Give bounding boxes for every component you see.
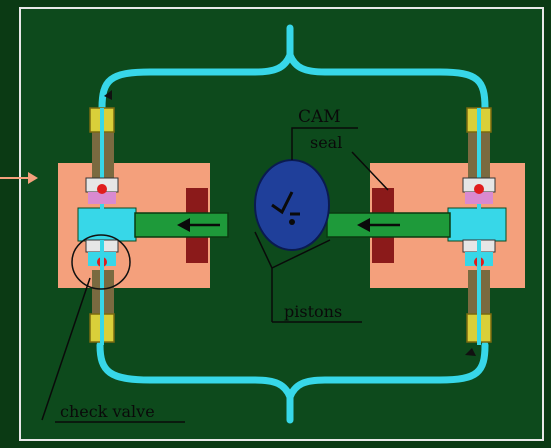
check-valve-leader xyxy=(41,277,91,421)
ball-icon xyxy=(474,184,484,194)
arrow-left-icon xyxy=(177,218,220,232)
pistons-leader-right xyxy=(271,239,331,269)
ball-icon xyxy=(97,184,107,194)
seal-label: seal xyxy=(310,133,342,152)
bottom-tube xyxy=(96,341,489,424)
tube-arrow-bottom xyxy=(465,348,476,356)
arrow-left-icon xyxy=(357,218,400,232)
leader-lines xyxy=(41,127,389,423)
seal-leader xyxy=(351,151,389,191)
top-tube xyxy=(98,24,489,112)
left-pump-head xyxy=(58,107,229,345)
right-pump-head xyxy=(326,107,525,345)
check-valve-label: check valve xyxy=(60,402,155,421)
cam xyxy=(254,159,330,251)
pistons-label: pistons xyxy=(284,302,342,321)
incoming-arrow xyxy=(0,172,38,184)
cam-leader xyxy=(291,127,358,160)
check-valve-circle xyxy=(71,234,131,290)
arrow-right-icon xyxy=(28,172,38,184)
tube-arrow-top xyxy=(104,90,112,100)
right-chamber xyxy=(447,207,507,242)
cam-label: CAM xyxy=(298,107,341,127)
